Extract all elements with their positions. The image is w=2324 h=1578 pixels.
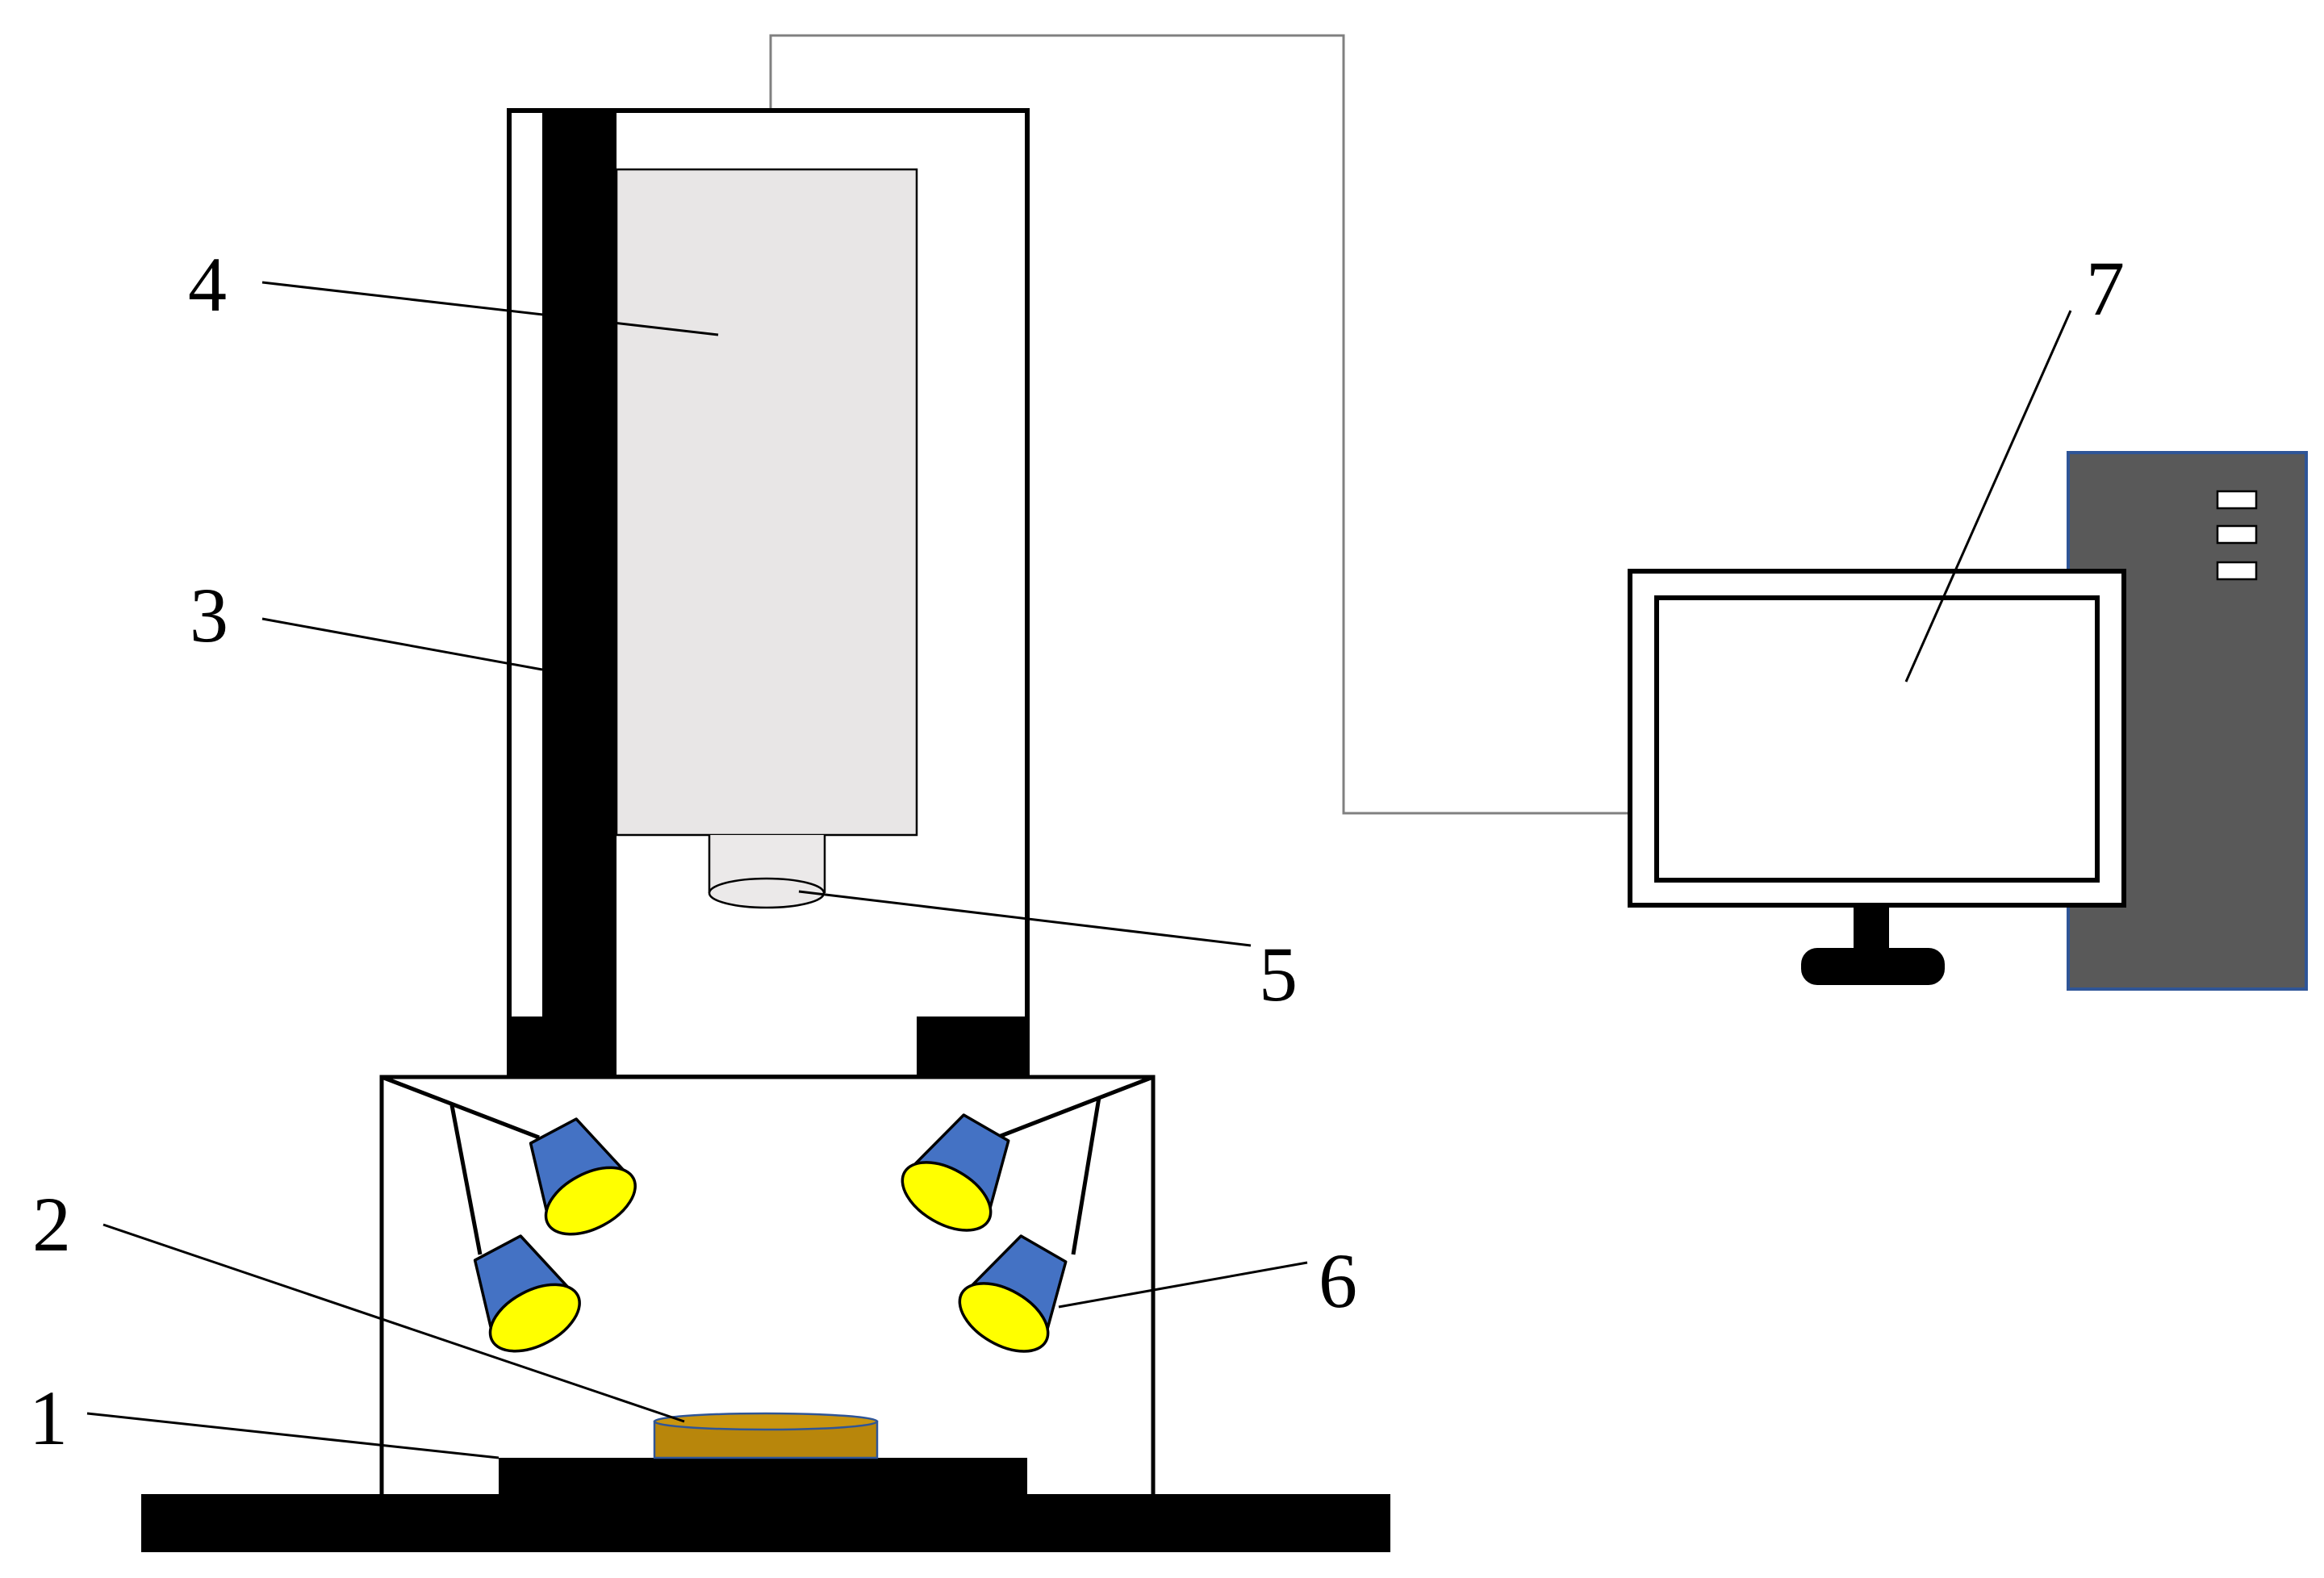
monitor-stand-neck [1854, 905, 1889, 950]
label-lens: 5 [1259, 931, 1298, 1017]
monitor-screen [1654, 595, 2100, 883]
leader-line-1 [86, 1412, 499, 1459]
sample-dish [653, 1412, 879, 1459]
label-base-plate: 1 [29, 1375, 68, 1461]
leader-line-5 [798, 890, 1252, 947]
data-cable [769, 34, 1644, 815]
label-sample: 2 [32, 1181, 71, 1267]
lamp-upper-left [529, 1117, 637, 1236]
monitor-stand-foot [1801, 948, 1945, 985]
label-column: 3 [190, 572, 228, 658]
leader-line-4 [261, 281, 719, 336]
leader-line-3 [261, 617, 543, 671]
label-camera-body: 4 [188, 241, 227, 328]
drive-bay [2216, 561, 2258, 581]
stage-platform [499, 1458, 1027, 1498]
label-computer: 7 [2086, 245, 2125, 332]
leader-line-2 [102, 1223, 685, 1423]
camera-body [615, 168, 918, 837]
drive-bay [2216, 524, 2258, 545]
camera-lens [708, 835, 826, 909]
leader-line-7 [1904, 310, 2072, 683]
lamp-lower-left [473, 1234, 581, 1353]
base-plate [141, 1494, 1390, 1552]
lamp-wires [381, 1075, 1154, 1255]
leader-lines [86, 281, 2072, 1459]
support-column [542, 111, 617, 1077]
label-light-source: 6 [1319, 1238, 1357, 1324]
lamp-lower-right [958, 1234, 1068, 1353]
leader-line-6 [1058, 1261, 1308, 1309]
lamp-upper-right [901, 1113, 1010, 1232]
column-foot-right [917, 1017, 1027, 1077]
column-foot-left [509, 1017, 617, 1077]
computer [1628, 451, 2308, 991]
drive-bay [2216, 490, 2258, 510]
